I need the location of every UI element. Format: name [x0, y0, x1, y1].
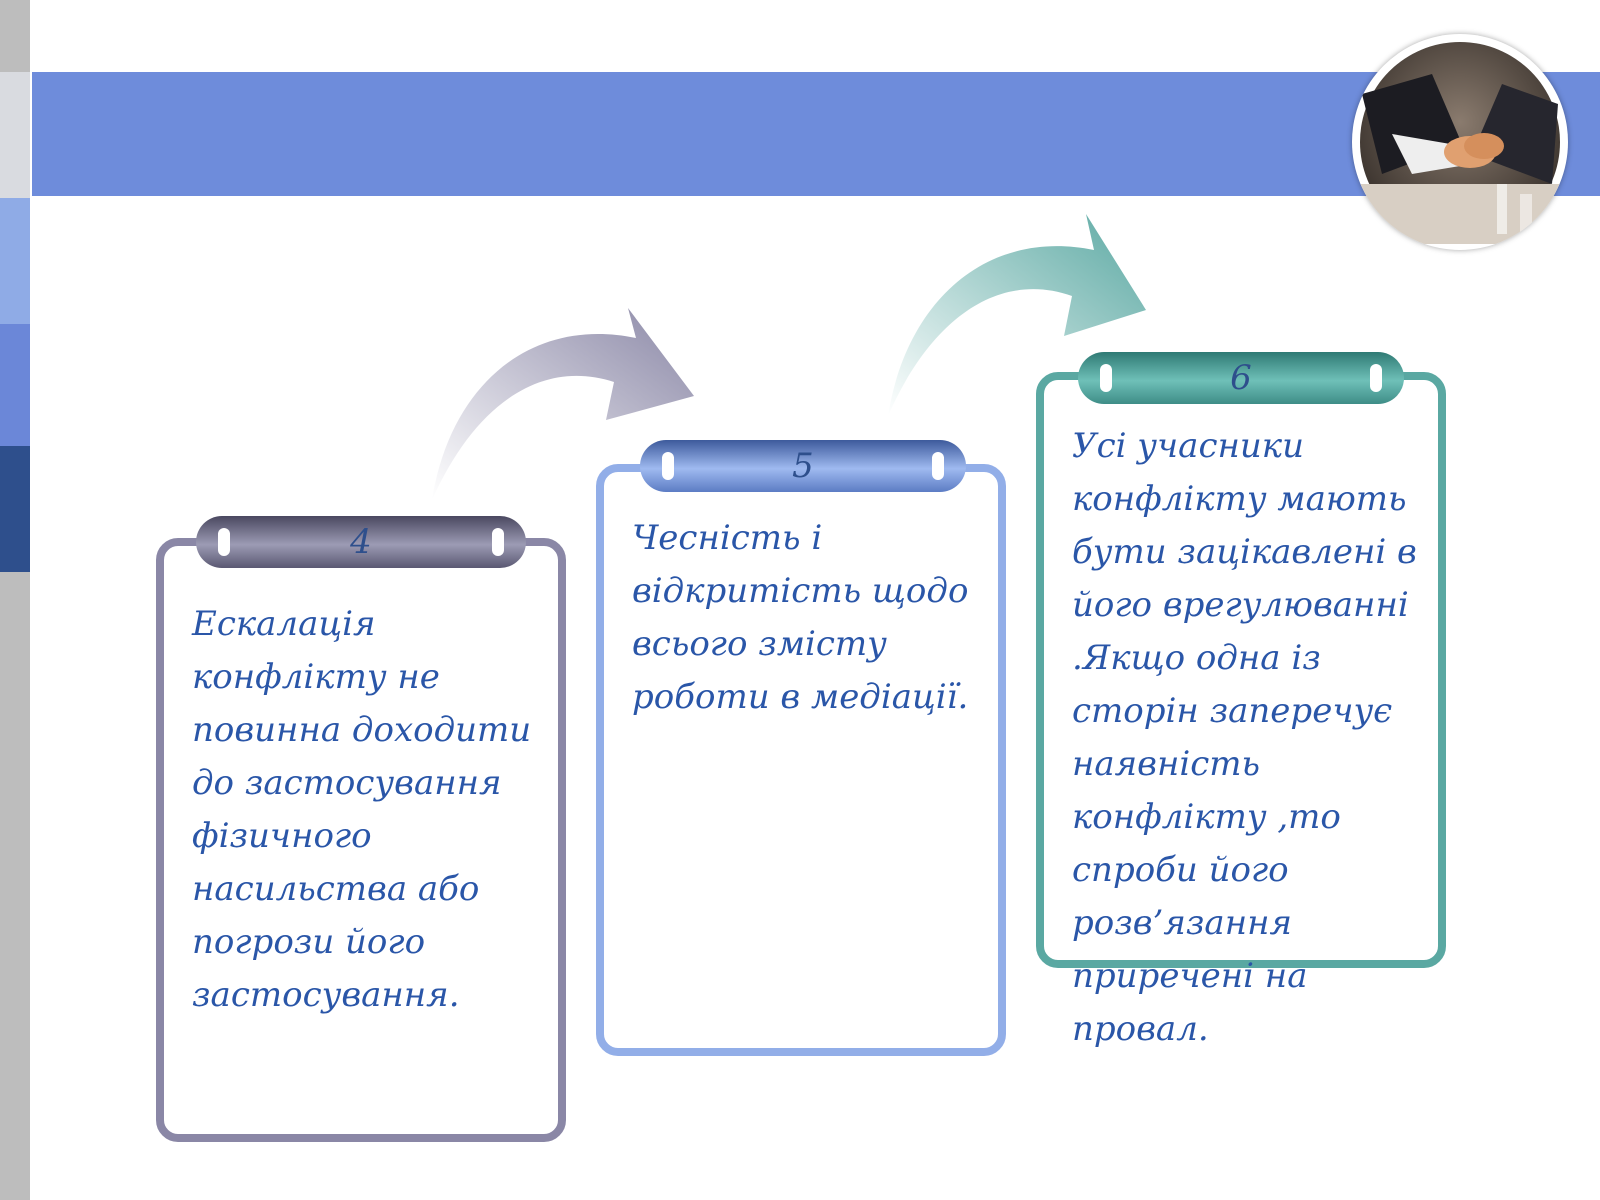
handshake-photo-icon: [1352, 34, 1568, 250]
step-number: 6: [1230, 358, 1252, 398]
step-card-5: [596, 464, 1006, 1056]
step-text: Чесність і відкритість щодо всього зміст…: [632, 518, 969, 717]
strip-segment: [0, 446, 30, 572]
tab-hole-icon: [662, 452, 674, 480]
strip-segment: [0, 324, 30, 446]
step-number: 4: [350, 522, 372, 562]
step-card-6: [1036, 372, 1446, 968]
step-card-4: [156, 538, 566, 1142]
arrow-5-to-6-icon: [888, 214, 1146, 416]
tab-hole-icon: [492, 528, 504, 556]
header-banner: [32, 72, 1600, 196]
arrow-4-to-5-icon: [432, 308, 694, 500]
tab-hole-icon: [218, 528, 230, 556]
step-text: Усі учасники конфлікту мають бути заціка…: [1072, 426, 1417, 1049]
step-number: 5: [792, 446, 814, 486]
step-tab-5: 5: [640, 440, 966, 492]
tab-hole-icon: [1100, 364, 1112, 392]
strip-segment: [0, 198, 30, 324]
tab-hole-icon: [932, 452, 944, 480]
step-tab-6: 6: [1078, 352, 1404, 404]
strip-segment: [0, 572, 30, 1200]
strip-segment: [0, 0, 30, 72]
step-tab-4: 4: [196, 516, 526, 568]
step-text: Ескалація конфлікту не повинна доходити …: [192, 604, 532, 1015]
strip-segment: [0, 72, 30, 198]
tab-hole-icon: [1370, 364, 1382, 392]
